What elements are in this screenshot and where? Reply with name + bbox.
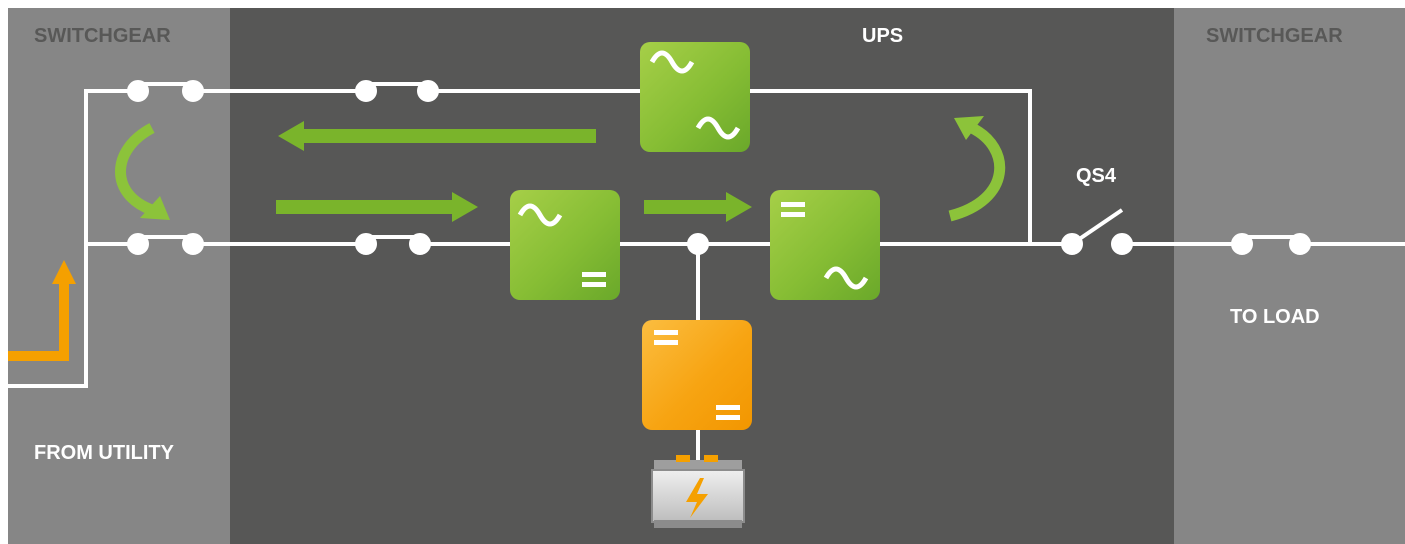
switchgear-right-label: SWITCHGEAR [1206,25,1343,47]
rectifier-module [510,190,620,300]
arrow-right-1 [276,192,478,222]
dc-converter-module [642,320,752,430]
battery-junction-dot [687,233,709,255]
switchgear-left-label: SWITCHGEAR [34,25,171,47]
utility-feed-line [6,89,140,388]
qs4-switch-open [1061,208,1133,255]
dc-equals-icon [716,405,740,420]
arrow-left-top [278,121,596,151]
dc-equals-icon [781,202,805,217]
breaker-top-input [127,80,204,102]
breaker-output [1231,233,1311,255]
sine-wave-icon [695,116,741,140]
inverter-module [770,190,880,300]
dc-equals-icon [582,272,606,287]
bolt-icon [686,478,708,518]
curved-arrow-left [115,123,170,220]
arrow-right-2 [644,192,752,222]
sine-wave-icon [649,50,695,74]
switchgear-right-panel [1174,8,1405,544]
battery-icon [651,455,745,528]
dc-equals-icon [654,330,678,345]
breaker-bottom-input [127,233,204,255]
from-utility-label: FROM UTILITY [34,442,175,464]
breaker-top-bypass [355,80,439,102]
ups-label: UPS [862,25,903,47]
qs4-label: QS4 [1076,165,1117,187]
sine-wave-icon [823,266,869,290]
static-bypass-module [640,42,750,152]
to-load-label: TO LOAD [1230,306,1320,328]
breaker-bottom-rectifier [355,233,431,255]
power-flow-arrows [276,121,752,222]
breakers [127,80,1311,255]
curved-arrow-right [948,116,1006,222]
utility-flow-arrow [8,260,76,361]
sine-wave-icon [517,203,563,227]
